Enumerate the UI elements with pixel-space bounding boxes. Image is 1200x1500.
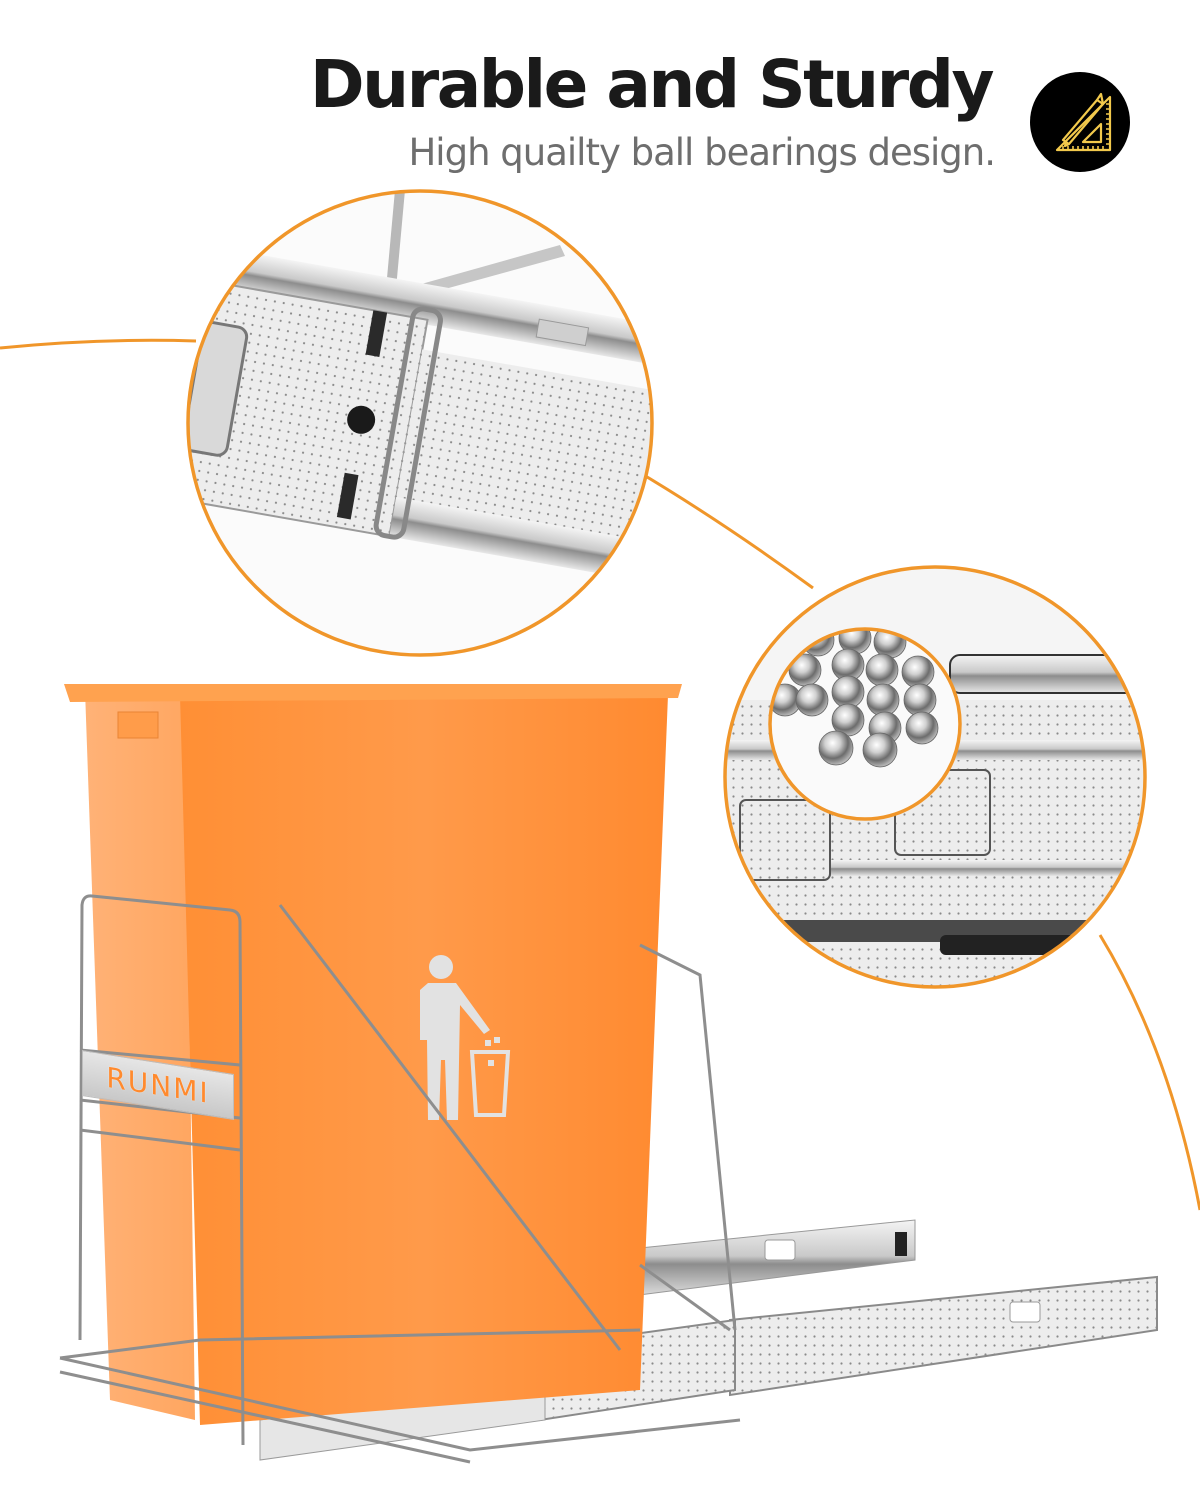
callout-circle-1 (186, 189, 654, 657)
trash-bin (64, 684, 682, 1425)
callout-circle-3 (768, 627, 962, 821)
callout-circle-2 (723, 565, 1147, 989)
ball-bearings-inset (770, 629, 960, 819)
wire-frame (59, 894, 741, 1464)
page-title: Durable and Sturdy (309, 46, 995, 123)
pencil-and-set-square-icon (1055, 92, 1112, 152)
page-subtitle: High quailty ball bearings design. (408, 131, 996, 174)
slide-rail-closeup (188, 191, 652, 655)
person-throwing-trash-icon (420, 955, 511, 1120)
design-badge (1030, 72, 1130, 172)
